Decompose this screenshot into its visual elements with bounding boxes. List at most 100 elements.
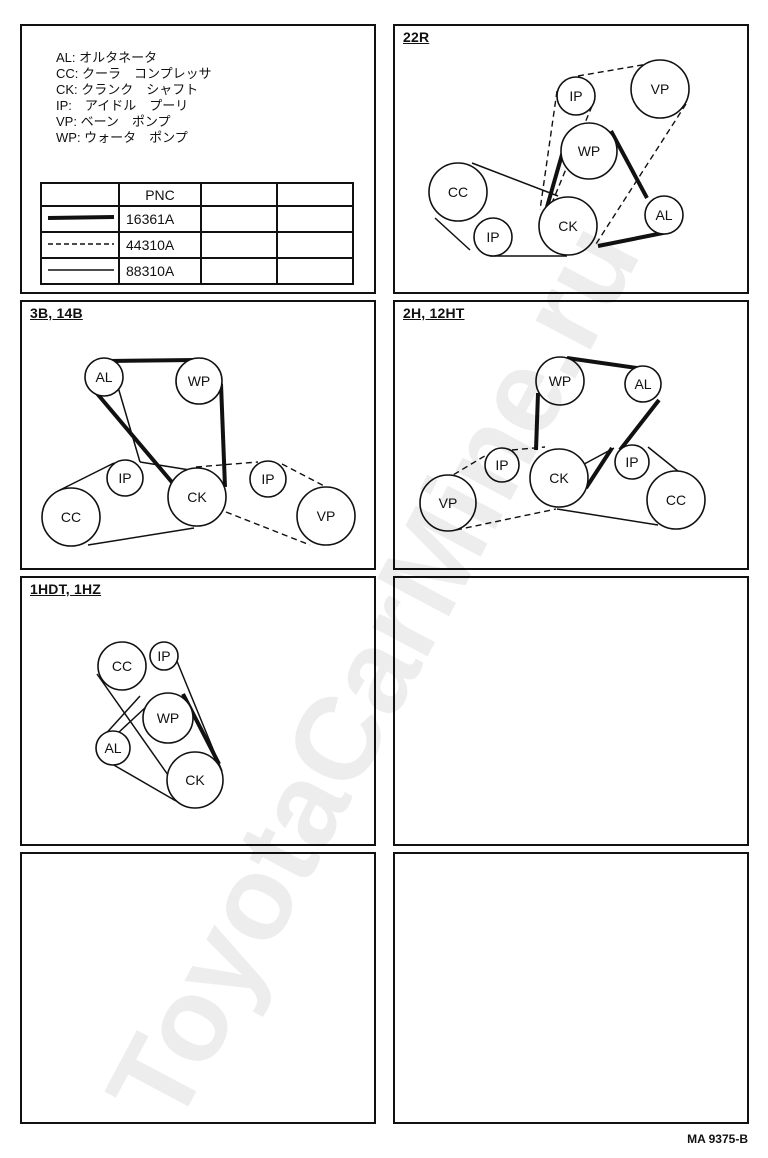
pulley-al: AL [95,730,131,766]
svg-text:CC: CC [112,658,132,674]
dashed-line-sample [48,243,114,245]
belt-segment [195,461,259,468]
pnc-row-dashed: 44310A [40,231,354,259]
belt-segment [556,508,659,526]
belt-segment [545,150,565,208]
panel-empty-2 [20,852,376,1124]
svg-text:AL: AL [655,207,672,223]
belt-segment [534,392,540,451]
belt-segment [471,162,559,197]
svg-text:IP: IP [625,454,638,470]
svg-text:VP: VP [439,495,458,511]
pulley-ck: CK [538,196,598,256]
diagram-22r: CC IP CK IP VP WP AL [428,59,690,257]
pulley-wp: WP [175,357,223,405]
svg-text:WP: WP [578,143,601,159]
diagram-1hdt-1hz: CC IP WP AL CK [95,641,224,809]
svg-text:CK: CK [187,489,207,505]
svg-text:IP: IP [157,648,170,664]
belt-segment [117,386,141,463]
svg-text:IP: IP [118,470,131,486]
belt-segment [434,217,471,251]
pulley-al: AL [644,195,684,235]
pulley-cc: CC [97,641,147,691]
svg-text:WP: WP [549,373,572,389]
abbrev-vp: VP: ベーン ポンプ [56,114,171,129]
figure-code: MA 9375-B [687,1132,748,1146]
panel-title: 3B, 14B [30,305,83,321]
belt-segment [539,90,558,211]
pnc-value: 16361A [118,205,202,233]
svg-text:WP: WP [188,373,211,389]
diagram-2h-12ht: WP AL IP CK IP VP CC [419,356,706,532]
belt-segment [566,356,638,370]
pnc-value: 88310A [118,257,202,285]
belt-segment [584,446,614,490]
pnc-value: 44310A [118,231,202,259]
svg-text:CC: CC [448,184,468,200]
svg-text:VP: VP [317,508,336,524]
belt-segment [117,705,148,734]
pulley-cc: CC [41,487,101,547]
pulley-vp: VP [419,474,477,532]
pnc-header-row: PNC [40,182,354,207]
pulley-ip: IP [614,444,650,480]
abbrev-ck: CK: クランク シャフト [56,82,199,97]
pnc-table: PNC 16361A 44310A 88310A [40,182,354,285]
svg-text:VP: VP [651,81,670,97]
pulley-ck: CK [529,448,589,508]
pnc-header: PNC [118,182,202,207]
belt-segment [107,358,196,363]
panel-title: 22R [403,29,430,45]
pulley-ip: IP [556,76,596,116]
belt-segment [96,673,169,776]
pnc-row-thin: 88310A [40,257,354,285]
belt-segment [59,462,115,491]
pulley-wp: WP [535,356,585,406]
belt-segment [597,230,669,248]
svg-text:CK: CK [558,218,578,234]
abbrev-wp: WP: ウォータ ポンプ [56,130,188,145]
pulley-ip: IP [249,460,287,498]
belt-segment [577,63,649,77]
diagram-3b-14b: AL WP IP CK IP CC VP [41,357,356,547]
legend-panel: AL: オルタネータ CC: クーラ コンプレッサ CK: クランク シャフト … [20,24,376,294]
belt-segment [87,527,195,546]
thin-line-sample [48,269,114,271]
pulley-al: AL [624,365,662,403]
panel-title: 2H, 12HT [403,305,465,321]
pulley-wp: WP [560,122,618,180]
belt-segment [219,383,227,488]
svg-text:CK: CK [549,470,569,486]
belt-segment [609,130,649,199]
panel-title: 1HDT, 1HZ [30,581,102,597]
pulley-cc: CC [428,162,488,222]
panel-empty-1 [393,576,749,846]
abbrev-cc: CC: クーラ コンプレッサ [56,66,212,81]
svg-text:WP: WP [157,710,180,726]
pulley-al: AL [84,357,124,397]
pulley-ck: CK [166,751,224,809]
svg-text:AL: AL [634,376,651,392]
belt-segment [511,446,546,451]
belt-segment [618,398,661,452]
pulley-ip: IP [149,641,179,671]
panel-empty-3 [393,852,749,1124]
svg-text:AL: AL [104,740,121,756]
svg-text:IP: IP [486,229,499,245]
pulley-vp: VP [296,486,356,546]
belt-segment [225,511,311,546]
heavy-line-sample [47,215,115,220]
svg-text:CK: CK [185,772,205,788]
belt-segment [455,508,557,531]
pnc-row-heavy: 16361A [40,205,354,233]
pulley-ip: IP [473,217,513,257]
abbrev-al: AL: オルタネータ [56,50,158,65]
abbrev-ip: IP: アイドル プーリ [56,98,189,113]
pulley-vp: VP [630,59,690,119]
pulley-cc: CC [646,470,706,530]
belt-segment [281,463,329,489]
pulley-ck: CK [167,467,227,527]
pulley-ip: IP [484,447,520,483]
